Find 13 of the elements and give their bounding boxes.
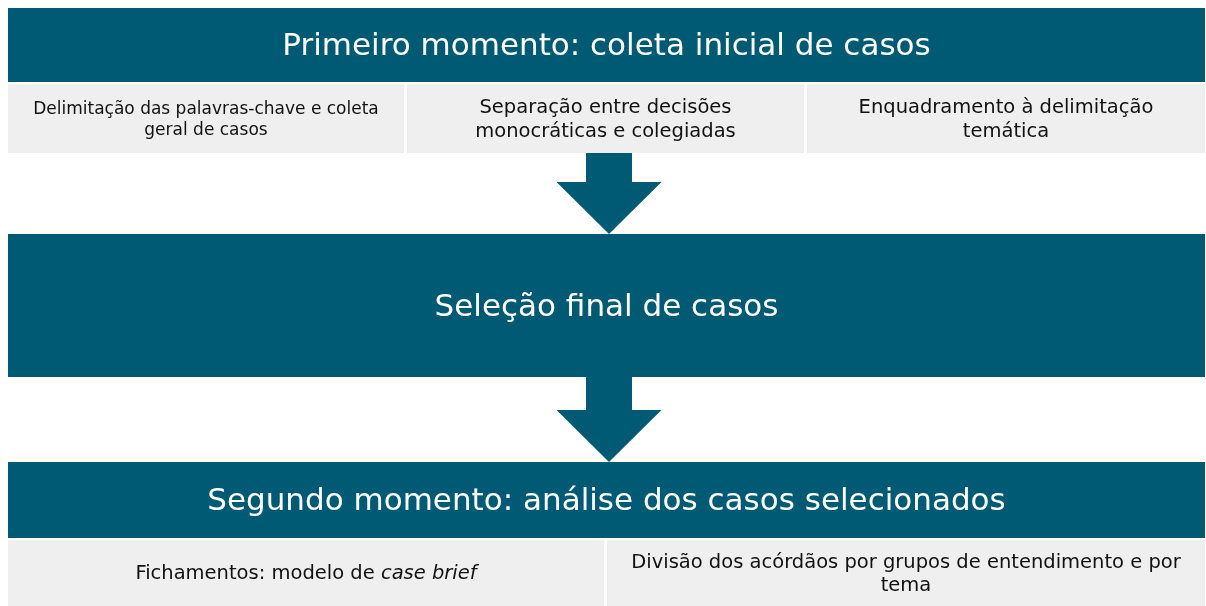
stage-band [8,462,1205,538]
stage-title: Seleção final de casos [434,286,779,325]
step-text: Enquadramento à delimitação temática [857,95,1155,142]
block-arrow [556,153,662,234]
step-text: Fichamentos: modelo de case brief [135,561,477,585]
stage-band [8,234,1205,377]
stage-title: Primeiro momento: coleta inicial de casos [282,26,931,64]
step-text: Delimitação das palavras-chave e coleta geral de casos [32,98,380,139]
block-arrow [556,377,662,462]
step-text: Separação entre decisões monocráticas e colegiadas [474,95,737,142]
stage-title: Segundo momento: análise dos casos selecionados [207,481,1006,519]
step-text: Divisão dos acórdãos por grupos de entendimento e por tema [630,549,1182,597]
stage-band [8,8,1205,82]
